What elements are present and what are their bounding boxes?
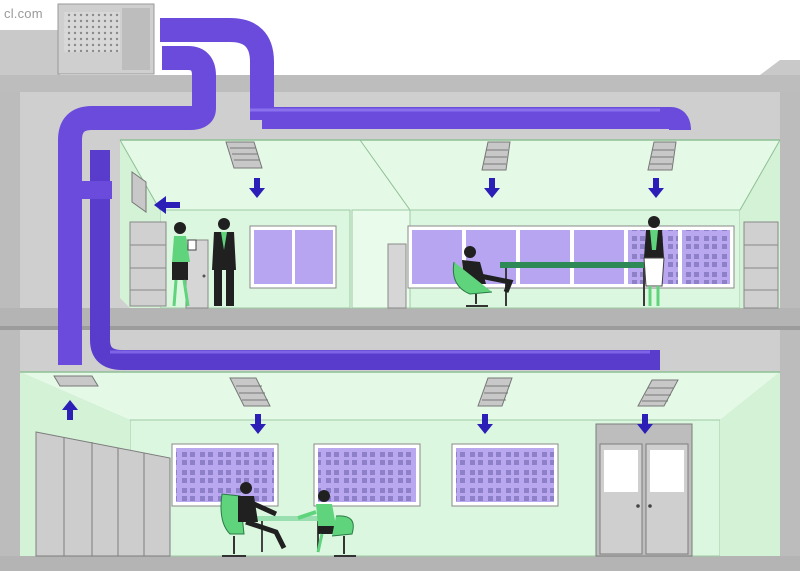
supply-vents bbox=[53, 141, 679, 407]
person-woman-seated bbox=[297, 490, 356, 557]
shelf-left-upper bbox=[129, 221, 167, 307]
arrow-down-icon bbox=[250, 414, 266, 434]
people bbox=[172, 216, 665, 557]
airflow-arrows bbox=[62, 178, 664, 434]
person-woman-clipboard bbox=[172, 222, 197, 307]
arrow-down-icon bbox=[637, 414, 653, 434]
rooftop-ac-unit bbox=[57, 3, 155, 75]
window-reception bbox=[249, 225, 337, 289]
arrow-down-icon bbox=[477, 414, 493, 434]
person-man-chair bbox=[452, 246, 514, 307]
watermark: cl.com bbox=[4, 6, 43, 21]
vent-grille-icon bbox=[481, 141, 511, 171]
person-man-desk bbox=[220, 482, 287, 557]
vent-grille-icon bbox=[229, 377, 271, 407]
vent-grille-icon bbox=[53, 375, 99, 387]
arrow-left-icon bbox=[154, 196, 180, 214]
vent-grille-icon bbox=[131, 171, 147, 213]
person-man-suit bbox=[212, 218, 236, 306]
vent-grille-icon bbox=[637, 379, 679, 407]
arrow-up-icon bbox=[62, 400, 78, 420]
storage-cabinets bbox=[35, 431, 171, 557]
person-woman-phone bbox=[643, 216, 665, 306]
vent-grille-icon bbox=[477, 377, 513, 407]
arrow-down-icon bbox=[249, 178, 265, 198]
ductwork bbox=[58, 18, 691, 370]
vent-grille-icon bbox=[225, 141, 263, 169]
double-door bbox=[595, 423, 693, 557]
vent-grille-icon bbox=[647, 141, 677, 171]
arrow-down-icon bbox=[648, 178, 664, 198]
arrow-down-icon bbox=[484, 178, 500, 198]
